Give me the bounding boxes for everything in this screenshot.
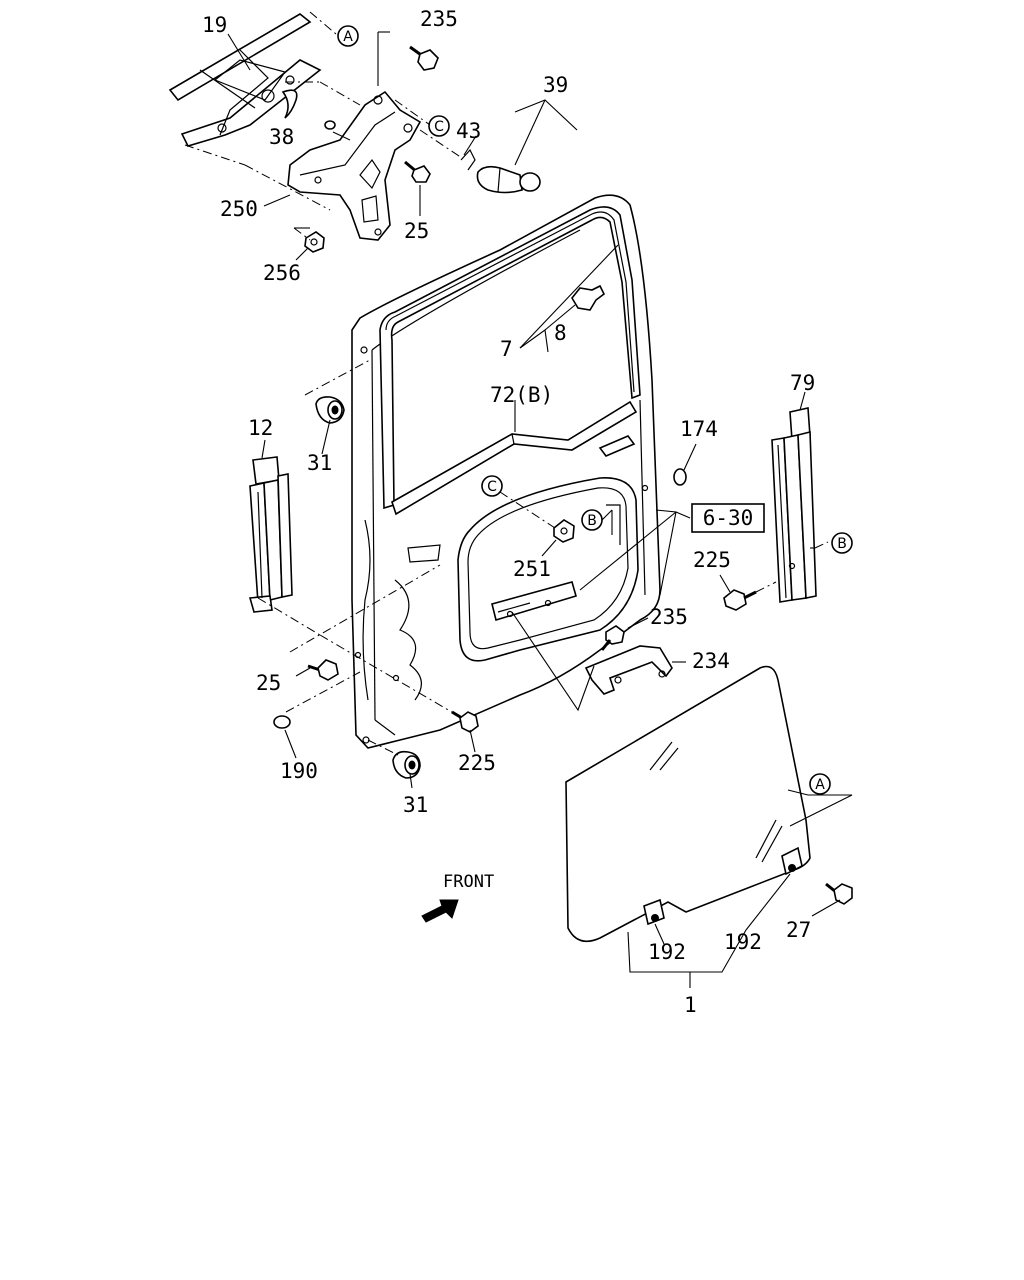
bolt-235-middle bbox=[600, 625, 625, 651]
label-part-31-lower: 31 bbox=[403, 793, 428, 817]
regulator-bracket bbox=[287, 90, 422, 241]
guide-rail-12 bbox=[248, 456, 293, 613]
stopper-31-lower bbox=[392, 750, 421, 779]
nut-256 bbox=[304, 231, 325, 253]
ref-box-6-30: 6-30 bbox=[691, 503, 765, 533]
label-part-43: 43 bbox=[456, 119, 481, 143]
guide-rail-79 bbox=[771, 407, 817, 603]
label-part-72b: 72(B) bbox=[490, 383, 553, 407]
label-part-25-lower: 25 bbox=[256, 671, 281, 695]
svg-text:C: C bbox=[487, 479, 497, 495]
label-part-251: 251 bbox=[513, 557, 551, 581]
ref-marker-c-mid: C bbox=[481, 475, 503, 497]
window-regulator bbox=[168, 13, 322, 147]
bolt-25-top bbox=[404, 160, 431, 183]
label-part-79: 79 bbox=[790, 371, 815, 395]
ref-marker-a-top: A bbox=[337, 25, 359, 47]
door-glass bbox=[565, 665, 811, 943]
label-part-38: 38 bbox=[269, 125, 294, 149]
label-part-8: 8 bbox=[554, 321, 567, 345]
bolt-235-top bbox=[409, 45, 439, 71]
label-part-174: 174 bbox=[680, 417, 718, 441]
label-part-1: 1 bbox=[684, 993, 697, 1017]
bolt-27 bbox=[825, 882, 853, 905]
front-label: FRONT bbox=[443, 872, 494, 892]
svg-text:B: B bbox=[587, 513, 597, 529]
svg-text:B: B bbox=[837, 536, 847, 552]
label-part-190: 190 bbox=[280, 759, 318, 783]
label-part-250: 250 bbox=[220, 197, 258, 221]
ref-marker-c-top: C bbox=[428, 115, 450, 137]
label-part-39: 39 bbox=[543, 73, 568, 97]
label-part-235-top: 235 bbox=[420, 7, 458, 31]
label-part-7: 7 bbox=[500, 337, 513, 361]
nut-251 bbox=[553, 519, 575, 543]
plug-190 bbox=[273, 715, 291, 729]
label-part-25-top: 25 bbox=[404, 219, 429, 243]
regulator-handle bbox=[460, 148, 541, 194]
upper-leaders bbox=[184, 11, 578, 261]
label-part-27: 27 bbox=[786, 918, 811, 942]
label-part-31-upper: 31 bbox=[307, 451, 332, 475]
svg-text:A: A bbox=[343, 29, 353, 45]
front-direction-arrow bbox=[421, 899, 459, 923]
label-part-12: 12 bbox=[248, 416, 273, 440]
lower-leaders bbox=[257, 244, 853, 988]
label-part-225-right: 225 bbox=[693, 548, 731, 572]
label-part-225-lower: 225 bbox=[458, 751, 496, 775]
label-part-192-left: 192 bbox=[648, 940, 686, 964]
svg-text:A: A bbox=[815, 777, 825, 793]
bolt-225-right bbox=[723, 581, 777, 611]
ref-marker-b-right: B bbox=[831, 532, 853, 554]
washer-38 bbox=[324, 120, 336, 130]
plug-174 bbox=[598, 435, 687, 486]
glass-run-channel bbox=[379, 206, 641, 510]
ref-marker-a-glass: A bbox=[809, 773, 831, 795]
label-part-19: 19 bbox=[202, 13, 227, 37]
weatherstrip-72b bbox=[391, 400, 638, 516]
glass-channel-234 bbox=[584, 645, 673, 695]
label-part-234: 234 bbox=[692, 649, 730, 673]
clip-8 bbox=[571, 284, 606, 311]
svg-text:C: C bbox=[434, 119, 444, 135]
label-part-256: 256 bbox=[263, 261, 301, 285]
bolt-25-lower bbox=[307, 659, 339, 681]
stopper-31-upper bbox=[315, 396, 345, 424]
label-part-235-middle: 235 bbox=[650, 605, 688, 629]
label-part-192-right: 192 bbox=[724, 930, 762, 954]
svg-text:6-30: 6-30 bbox=[703, 506, 754, 530]
ref-marker-b-mid: B bbox=[581, 509, 603, 531]
